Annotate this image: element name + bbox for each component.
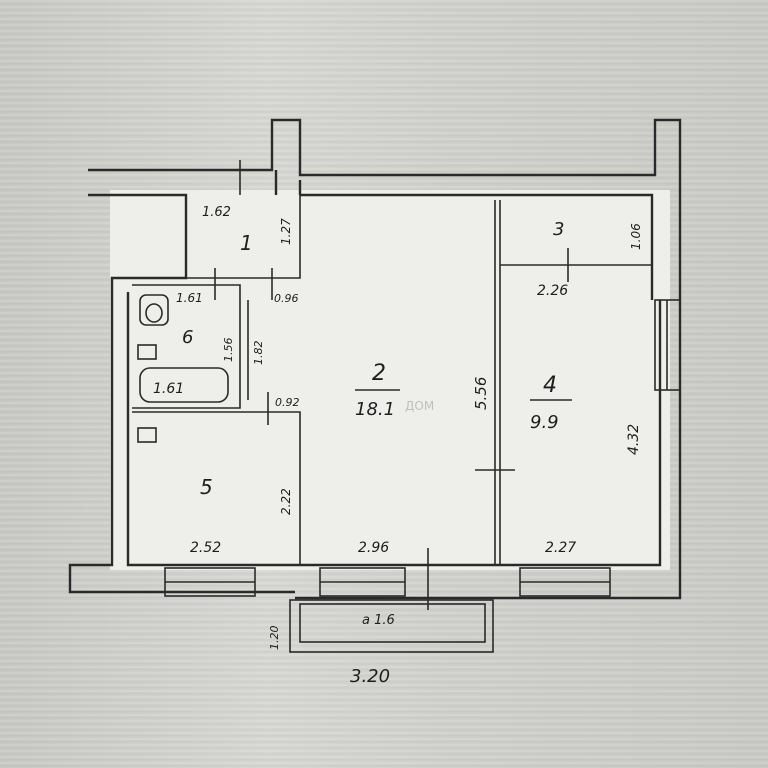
- watermark: ДОМ: [405, 399, 434, 413]
- closet-width: 0.96: [274, 292, 299, 305]
- room-6-height: 1.56: [222, 338, 235, 363]
- room-4-number: 4: [543, 373, 557, 398]
- balcony-depth: 1.20: [268, 626, 281, 651]
- bath-length: 1.61: [153, 381, 184, 397]
- room-2-area: 18.1: [355, 399, 395, 420]
- room-1-number: 1: [240, 231, 253, 255]
- room-4-area: 9.9: [530, 412, 559, 433]
- room-6-width: 1.61: [176, 291, 203, 305]
- door-width: 0.92: [275, 396, 300, 409]
- dimension-ticks: [214, 160, 569, 610]
- room-2-number: 2: [372, 361, 386, 386]
- room-5-number: 5: [200, 475, 213, 499]
- kitchen-sink-icon: [137, 427, 157, 443]
- balcony-width: 3.20: [350, 666, 390, 687]
- windows: [164, 299, 681, 597]
- balcony: [289, 599, 494, 653]
- room-3-number: 3: [553, 219, 564, 240]
- room-2-length: 5.56: [472, 377, 490, 410]
- room-4-length: 4.32: [626, 424, 642, 455]
- bathtub-icon: [139, 367, 229, 403]
- room-2-width: 2.96: [358, 540, 389, 556]
- room-5-height: 2.22: [279, 488, 293, 515]
- room-1-height: 1.27: [279, 218, 293, 245]
- room-3-width: 2.26: [537, 283, 568, 299]
- room-4-width: 2.27: [545, 540, 576, 556]
- corridor-height: 1.82: [252, 341, 265, 366]
- toilet-icon: [139, 294, 169, 326]
- sink-icon: [137, 344, 157, 360]
- room-3-height: 1.06: [629, 223, 643, 250]
- room-5-width: 2.52: [190, 540, 221, 556]
- bathroom-fixtures: [137, 294, 229, 443]
- balcony-area: a 1.6: [362, 613, 395, 628]
- room-6-number: 6: [182, 327, 193, 348]
- partitions: [132, 195, 652, 565]
- plan-paper: [110, 190, 670, 570]
- room-1-width: 1.62: [202, 205, 231, 220]
